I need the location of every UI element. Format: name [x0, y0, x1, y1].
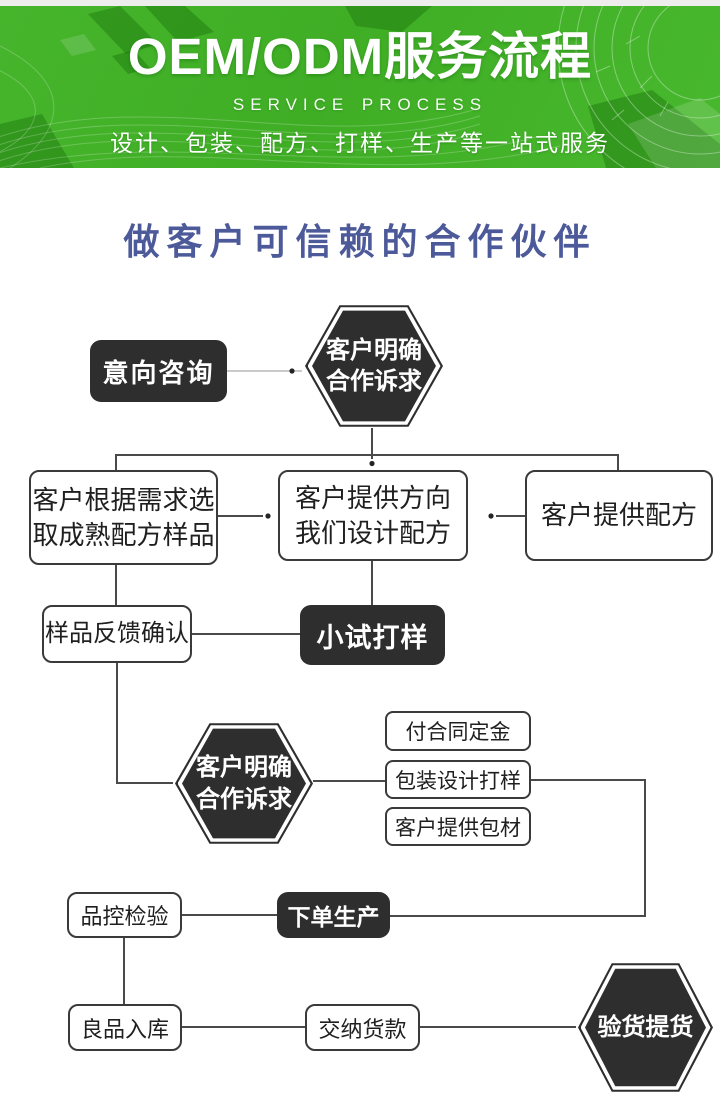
header-banner: OEM/ODM服务流程 Service Process 设计、包装、配方、打样、…	[0, 6, 720, 168]
page-title: 做客户可信赖的合作伙伴	[123, 221, 597, 262]
hexagon-fill	[585, 968, 706, 1087]
hexagon-label: 客户明确 合作诉求	[326, 336, 422, 395]
node-order-production: 下单生产	[277, 892, 390, 938]
node-package-design-sample: 包装设计打样	[385, 760, 531, 799]
node-provide-formula: 客户提供配方	[525, 470, 713, 561]
hexagon-inspect-pickup: 验货提货	[578, 962, 713, 1093]
banner-text-block: OEM/ODM服务流程 Service Process 设计、包装、配方、打样、…	[0, 6, 720, 158]
node-intent-consult: 意向咨询	[90, 340, 227, 402]
node-customer-package-material: 客户提供包材	[385, 807, 531, 846]
hexagon-label: 验货提货	[597, 1013, 694, 1041]
top-strip	[0, 0, 720, 6]
node-good-product-warehouse: 良品入库	[68, 1004, 182, 1051]
hexagon-label: 客户明确 合作诉求	[196, 754, 292, 813]
hexagon-customer-demand-top: 客户明确 合作诉求	[305, 304, 443, 428]
node-sample-feedback: 样品反馈确认	[42, 605, 192, 663]
banner-subtitle: Service Process	[232, 88, 488, 116]
node-pay-for-goods: 交纳货款	[305, 1004, 420, 1051]
banner-decoration	[0, 6, 720, 168]
node-provide-direction: 客户提供方向 我们设计配方	[278, 470, 468, 561]
node-trial-sample: 小试打样	[300, 605, 445, 665]
hexagon-customer-demand-mid: 客户明确 合作诉求	[175, 722, 313, 845]
node-quality-check: 品控检验	[67, 892, 182, 938]
node-select-mature-formula: 客户根据需求选 取成熟配方样品	[29, 470, 218, 565]
banner-tagline: 设计、包装、配方、打样、生产等一站式服务	[110, 129, 610, 156]
banner-title: OEM/ODM服务流程	[127, 28, 593, 85]
node-contract-deposit: 付合同定金	[385, 711, 531, 751]
